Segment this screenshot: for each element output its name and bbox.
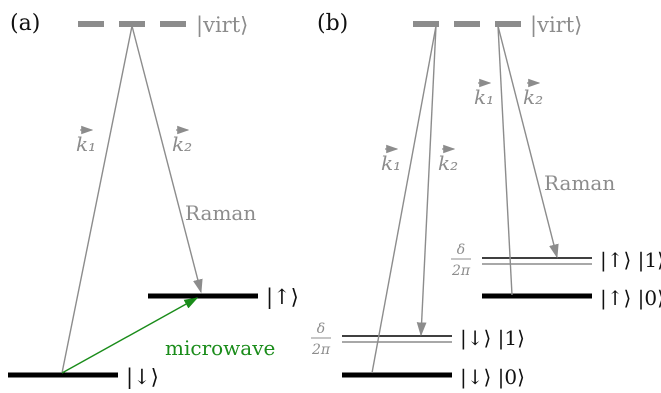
svg-text:k₁: k₁ (381, 151, 401, 175)
panel-b-right-k1-vector-label: k₁ (474, 78, 494, 109)
panel-b-lower-splitting-label: δ 2π (311, 321, 331, 358)
svg-text:k₂: k₂ (172, 132, 192, 156)
panel-a-label: (a) (10, 11, 40, 36)
panel-b-up0-label: |↑⟩ |0⟩ (600, 286, 661, 311)
panel-b-label: (b) (317, 11, 348, 36)
panel-b-left-k2-beam (416, 25, 437, 337)
panel-a-k2-beam (131, 25, 203, 294)
panel-b-raman-label: Raman (544, 171, 615, 195)
panel-b-up1-label: |↑⟩ |1⟩ (600, 248, 661, 273)
svg-text:δ: δ (317, 321, 325, 337)
panel-b-left-k2-vector-label: k₂ (438, 144, 458, 175)
panel-a-raman-label: Raman (185, 201, 256, 225)
panel-b-upper-splitting-label: δ 2π (451, 242, 471, 279)
svg-text:k₂: k₂ (523, 85, 543, 109)
panel-a-microwave-label: microwave (165, 336, 275, 360)
svg-text:k₁: k₁ (76, 132, 96, 156)
svg-text:δ: δ (457, 242, 465, 258)
panel-b-right-k2-vector-label: k₂ (523, 78, 543, 109)
panel-b-virt-label: |virt⟩ (530, 13, 582, 38)
panel-a-virt-label: |virt⟩ (196, 13, 248, 38)
panel-a-microwave-arrow (61, 297, 199, 374)
panel-b: (b) |virt⟩ |↑⟩ |1⟩ |↑⟩ |0⟩ |↓⟩ |1⟩ |↓⟩ |… (311, 11, 661, 390)
panel-a-k1-beam (61, 25, 133, 374)
panel-a-down-label: |↓⟩ (126, 365, 159, 390)
panel-a-up-label: |↑⟩ (266, 285, 299, 310)
panel-b-down0-label: |↓⟩ |0⟩ (460, 365, 525, 390)
panel-b-right-k2-beam (497, 25, 559, 259)
panel-b-down1-label: |↓⟩ |1⟩ (460, 326, 525, 351)
panel-b-right-k1-beam (497, 25, 513, 296)
panel-b-left-k1-vector-label: k₁ (381, 144, 401, 175)
svg-text:2π: 2π (311, 342, 331, 358)
panel-a-k2-vector-label: k₂ (172, 125, 192, 156)
svg-text:k₂: k₂ (438, 151, 458, 175)
svg-text:2π: 2π (451, 263, 471, 279)
panel-a-k1-vector-label: k₁ (76, 125, 96, 156)
panel-a: (a) |virt⟩ |↑⟩ |↓⟩ k₁ k₂ Raman microwave (8, 11, 299, 390)
svg-text:k₁: k₁ (474, 85, 494, 109)
panel-b-left-k1-beam (371, 25, 437, 374)
